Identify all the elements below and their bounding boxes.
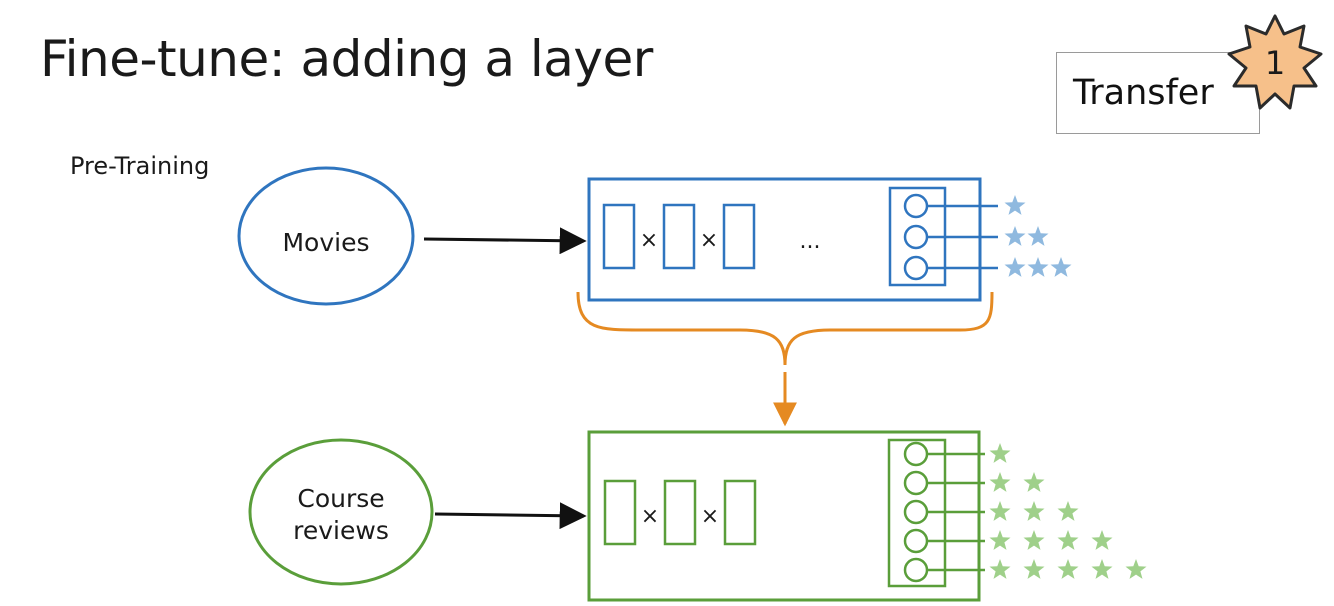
transfer-brace: [576, 291, 994, 366]
rating-star-icon: [989, 559, 1011, 579]
rating-star-icon: [1091, 559, 1113, 579]
badge-number: 1: [1265, 44, 1285, 82]
transfer-box: Transfer: [1056, 52, 1260, 134]
pretrain-layer-1: [602, 203, 636, 270]
rating-star-icon: [1004, 195, 1026, 215]
reviews-to-model-arrow: [434, 502, 587, 530]
course-reviews-input-ellipse: [248, 438, 434, 586]
rating-star-icon: [1004, 226, 1026, 246]
rating-star-icon: [1027, 226, 1049, 246]
rating-star-icon: [989, 501, 1011, 521]
rating-star-icon: [989, 530, 1011, 550]
output-neuron: [903, 470, 929, 496]
pretraining-label: Pre-Training: [70, 152, 210, 180]
rating-star-icon: [1023, 501, 1045, 521]
rating-star-icon: [1057, 530, 1079, 550]
movies-label: Movies: [282, 228, 369, 257]
badge-star-shape: [1227, 14, 1323, 110]
rating-star-icon: [989, 443, 1011, 463]
finetune-layer-3: [723, 479, 757, 546]
output-neuron: [903, 255, 929, 281]
pretrain-layer-2: [662, 203, 696, 270]
output-neuron: [903, 557, 929, 583]
rating-star-icon: [1091, 530, 1113, 550]
finetune-model-box: [587, 430, 981, 602]
transfer-label: Transfer: [1073, 73, 1214, 113]
rating-star-icon: [1125, 559, 1147, 579]
movies-input-ellipse: [237, 166, 415, 306]
output-neuron: [903, 499, 929, 525]
course-reviews-label-line1: Course: [297, 484, 384, 513]
rating-star-icon: [1027, 257, 1049, 277]
pretrain-ellipsis: ...: [800, 229, 821, 254]
output-neuron: [903, 224, 929, 250]
pretrain-multiply-2: ×: [700, 228, 718, 253]
course-reviews-label-line2: reviews: [293, 516, 389, 545]
output-neuron: [903, 193, 929, 219]
rating-star-icon: [1023, 472, 1045, 492]
page-title: Fine-tune: adding a layer: [40, 30, 653, 88]
rating-star-icon: [989, 472, 1011, 492]
finetune-multiply-1: ×: [641, 504, 659, 529]
finetune-layer-2: [663, 479, 697, 546]
finetune-output-nodes: [903, 441, 1147, 583]
rating-star-icon: [1057, 501, 1079, 521]
rating-star-icon: [1050, 257, 1072, 277]
output-neuron: [903, 528, 929, 554]
pretrain-model-box: [587, 177, 982, 302]
finetune-layer-1: [603, 479, 637, 546]
movies-to-model-arrow: [423, 227, 587, 255]
pretrain-multiply-1: ×: [640, 228, 658, 253]
finetune-multiply-2: ×: [701, 504, 719, 529]
pretrain-layer-3: [722, 203, 756, 270]
pretrain-output-nodes: [903, 193, 1072, 281]
badge-star-icon: 1: [1227, 14, 1323, 110]
rating-star-icon: [1004, 257, 1026, 277]
rating-star-icon: [1057, 559, 1079, 579]
rating-star-icon: [1023, 559, 1045, 579]
output-neuron: [903, 441, 929, 467]
rating-star-icon: [1023, 530, 1045, 550]
